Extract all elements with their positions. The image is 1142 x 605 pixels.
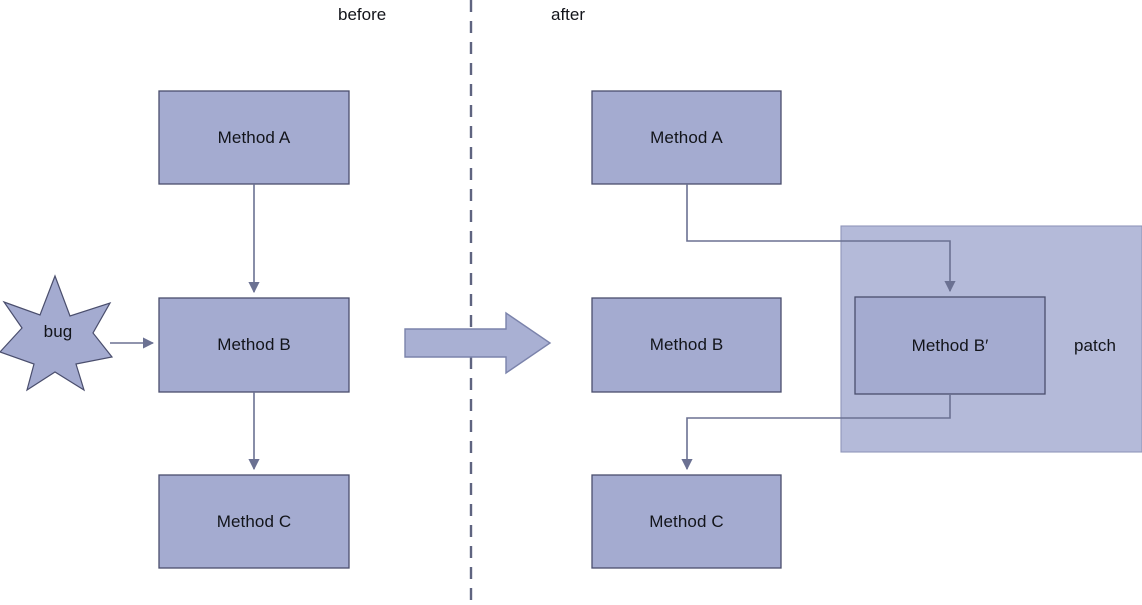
node-method-c-after[interactable] xyxy=(591,474,782,569)
node-method-b-prime[interactable] xyxy=(854,296,1046,395)
node-method-c-before[interactable] xyxy=(158,474,350,569)
edge-a-to-bprime xyxy=(686,184,956,293)
node-method-a-after[interactable] xyxy=(591,90,782,185)
after-panel xyxy=(591,90,1142,569)
before-to-after-arrow xyxy=(404,311,552,375)
title-after: after xyxy=(551,5,586,24)
edge-bprime-to-c xyxy=(681,394,951,471)
before-panel xyxy=(0,90,350,569)
bug-star-shape[interactable] xyxy=(0,274,114,392)
title-before: before xyxy=(338,5,387,24)
node-method-a-before[interactable] xyxy=(158,90,350,185)
node-method-b-after[interactable] xyxy=(591,297,782,393)
node-method-b-before[interactable] xyxy=(158,297,350,393)
